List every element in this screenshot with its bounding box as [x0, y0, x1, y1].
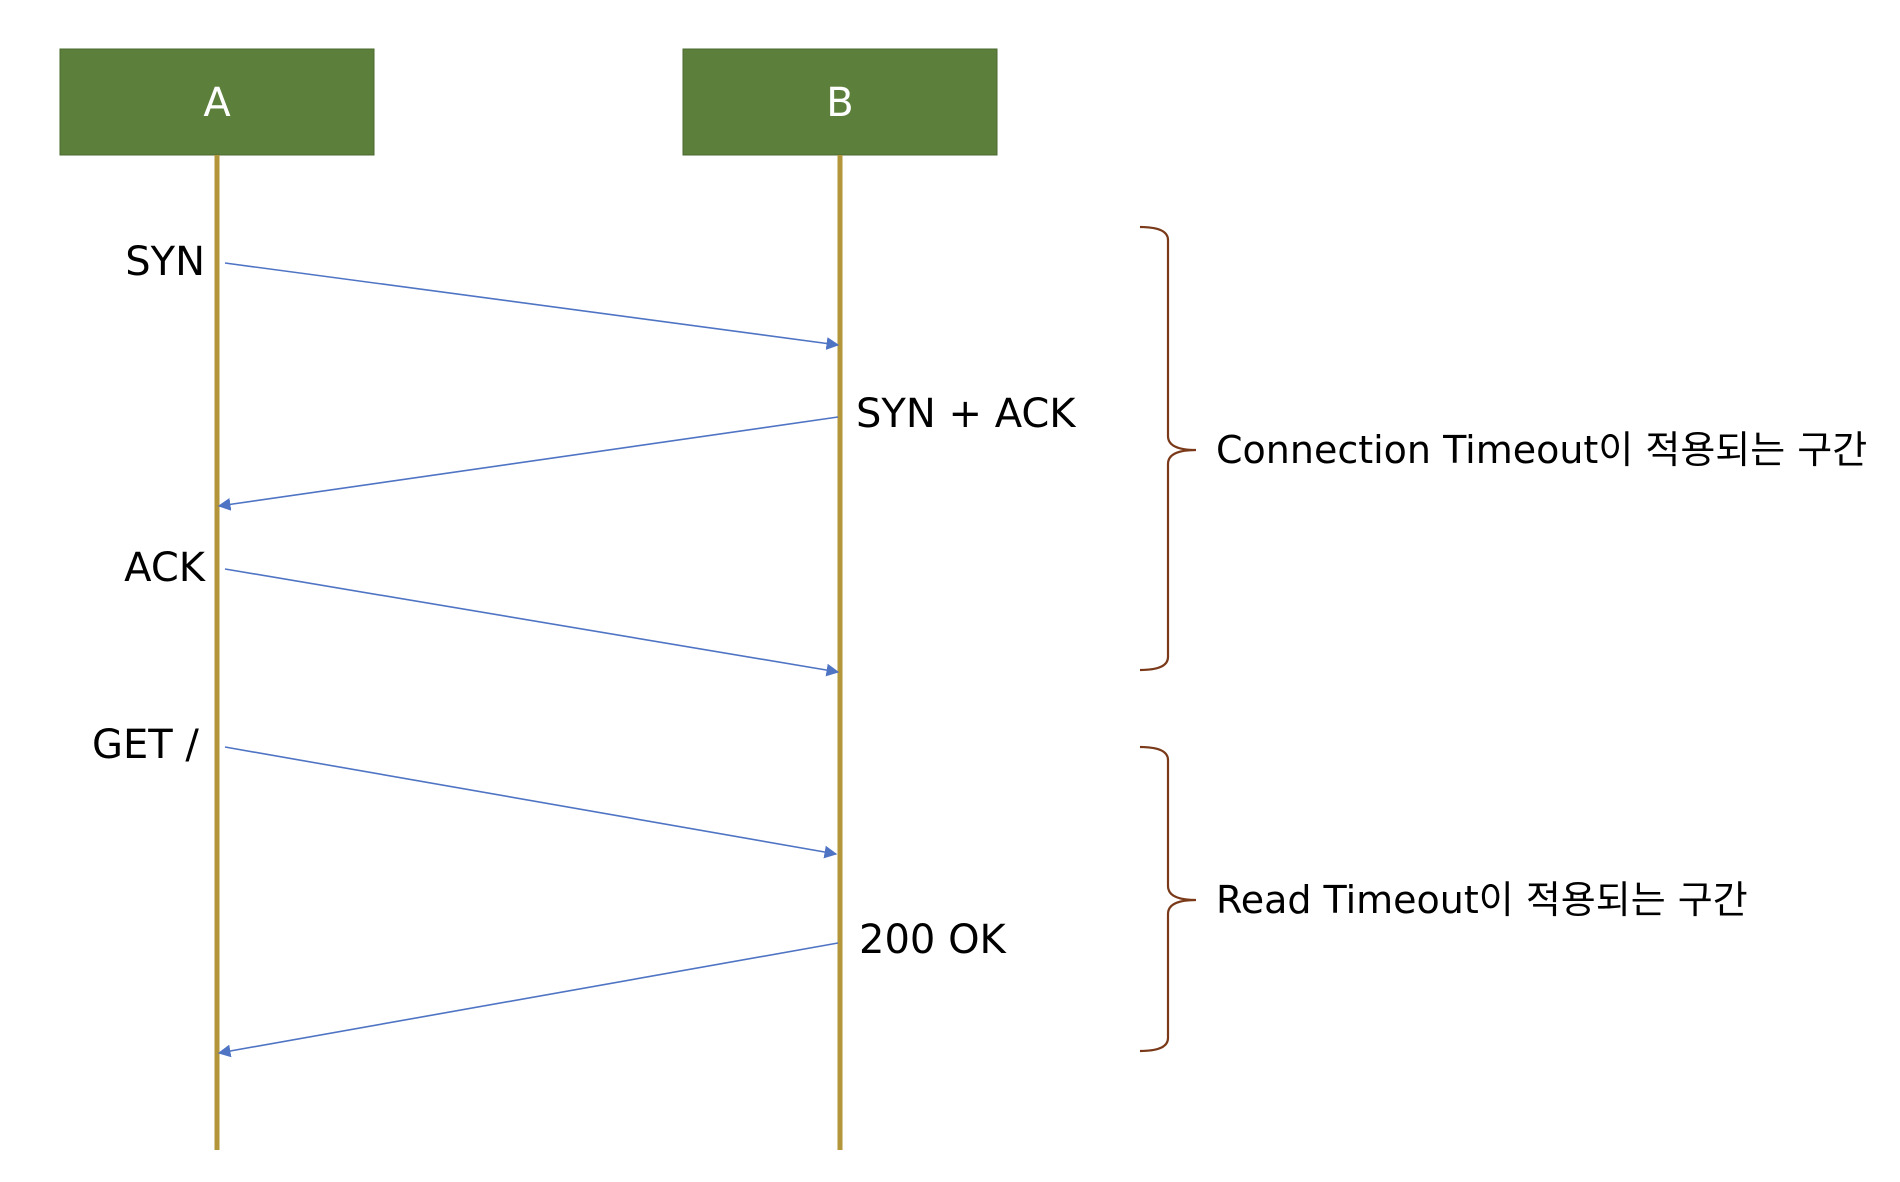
message-get-arrow [224, 746, 838, 859]
message-get: GET / [92, 722, 838, 859]
phase-connection-timeout-label: Connection Timeout이 적용되는 구간 [1216, 428, 1867, 472]
message-ack-label: ACK [124, 545, 207, 591]
brace-connection-timeout [1139, 225, 1197, 672]
phase-read-timeout-label: Read Timeout이 적용되는 구간 [1216, 878, 1748, 922]
message-200-ok-arrow [217, 942, 839, 1058]
message-syn: SYN [125, 239, 840, 350]
message-200-ok-label: 200 OK [859, 917, 1008, 963]
message-ack-arrow [224, 568, 840, 677]
brace-read-timeout [1139, 745, 1197, 1053]
participant-b-box [682, 48, 998, 156]
participant-a: A [59, 48, 375, 156]
message-syn-label: SYN [125, 239, 205, 285]
message-syn-ack-label: SYN + ACK [856, 391, 1077, 437]
phase-read-timeout: Read Timeout이 적용되는 구간 [1139, 745, 1748, 1053]
message-get-label: GET / [92, 722, 199, 768]
message-syn-ack: SYN + ACK [217, 391, 1077, 511]
participant-a-label: A [203, 80, 231, 126]
message-syn-ack-arrow [217, 416, 839, 511]
participant-b-label: B [826, 80, 853, 126]
message-200-ok: 200 OK [217, 917, 1008, 1058]
participant-b: B [682, 48, 998, 156]
message-syn-arrow [224, 262, 840, 350]
participant-a-box [59, 48, 375, 156]
phase-connection-timeout: Connection Timeout이 적용되는 구간 [1139, 225, 1867, 672]
message-ack: ACK [124, 545, 840, 677]
